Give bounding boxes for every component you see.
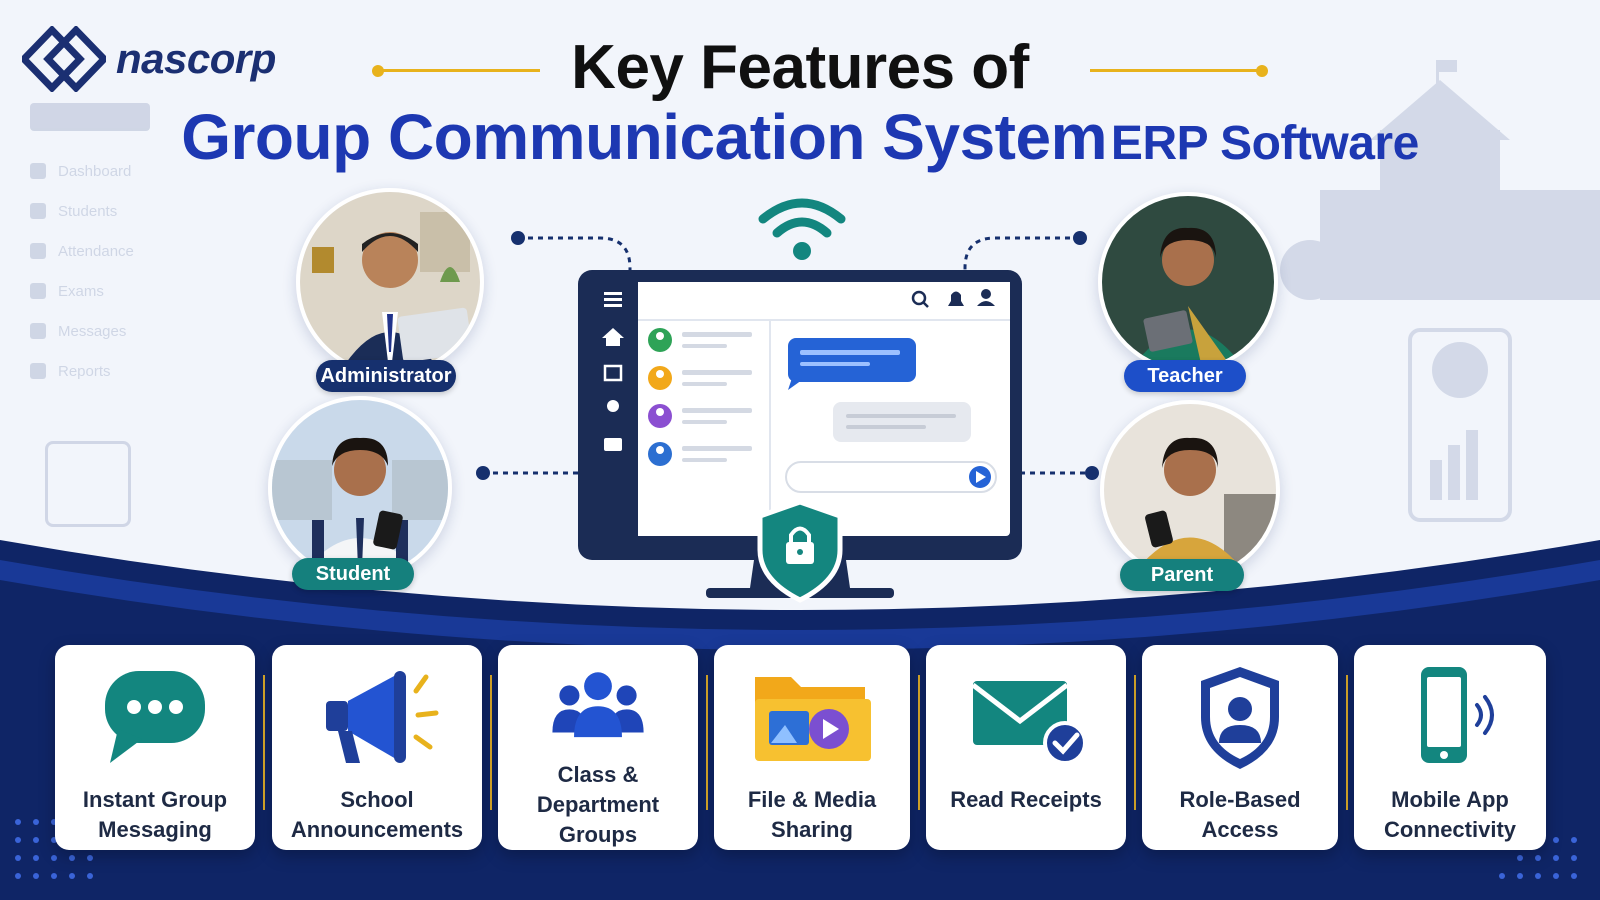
- administrator-label: Administrator: [316, 360, 456, 392]
- envelope-check-icon: [971, 681, 1087, 765]
- feature-card-class-department-groups: Class & Department Groups: [498, 645, 698, 850]
- feature-label: Mobile App Connectivity: [1383, 787, 1517, 842]
- parent-label: Parent: [1120, 559, 1244, 591]
- feature-label: File & Media Sharing: [747, 787, 877, 842]
- wifi-icon: [758, 198, 846, 260]
- feature-card-role-based-access: Role-Based Access: [1142, 645, 1338, 850]
- administrator-photo: [296, 188, 484, 376]
- feature-label: Class & Department Groups: [536, 762, 660, 847]
- background-menu-item: Exams: [0, 271, 175, 311]
- teacher-photo: [1098, 192, 1278, 372]
- title-line-1: Key Features of: [571, 33, 1029, 102]
- nascorp-logo: nascorp: [22, 24, 276, 94]
- decor-dot: [1256, 65, 1268, 77]
- background-dashboard-sidebar: Dashboard Students Attendance Exams Mess…: [0, 95, 175, 575]
- title-suffix: ERP Software: [1110, 117, 1419, 170]
- group-people-icon: [552, 672, 644, 738]
- megaphone-icon: [326, 671, 439, 763]
- feature-card-file-media-sharing: File & Media Sharing: [714, 645, 910, 850]
- background-menu-item: Reports: [0, 351, 175, 391]
- feature-card-instant-group-messaging: Instant Group Messaging: [55, 645, 255, 850]
- card-divider: [1134, 675, 1136, 810]
- mobile-wireless-icon: [1421, 667, 1494, 763]
- decor-line: [1090, 69, 1260, 72]
- card-divider: [263, 675, 265, 810]
- card-divider: [918, 675, 920, 810]
- media-folder-icon: [755, 677, 871, 761]
- decor-dot: [372, 65, 384, 77]
- chat-bubble-icon: [105, 671, 205, 763]
- title-line-2: Group Communication System ERP Software: [0, 100, 1600, 174]
- feature-label: Read Receipts: [950, 787, 1102, 812]
- shield-user-icon: [1201, 667, 1279, 769]
- feature-card-read-receipts: Read Receipts: [926, 645, 1126, 850]
- feature-card-mobile-app-connectivity: Mobile App Connectivity: [1354, 645, 1546, 850]
- feature-label: Role-Based Access: [1179, 787, 1301, 842]
- student-photo: [268, 396, 452, 580]
- background-menu-item: Messages: [0, 311, 175, 351]
- background-school-building-icon: [1280, 60, 1600, 522]
- student-label: Student: [292, 558, 414, 590]
- calendar-icon: [45, 441, 131, 527]
- background-menu-item: Dashboard: [0, 151, 175, 191]
- decor-line: [380, 69, 540, 72]
- parent-photo: [1100, 400, 1280, 580]
- feature-card-school-announcements: School Announcements: [272, 645, 482, 850]
- title-main: Group Communication System: [181, 101, 1107, 173]
- card-divider: [490, 675, 492, 810]
- card-divider: [706, 675, 708, 810]
- card-divider: [1346, 675, 1348, 810]
- teacher-label: Teacher: [1124, 360, 1246, 392]
- feature-label: School Announcements: [290, 787, 464, 842]
- logo-diamond-icon: [22, 26, 106, 92]
- background-menu-item: Students: [0, 191, 175, 231]
- feature-label: Instant Group Messaging: [82, 787, 228, 842]
- brand-name: nascorp: [116, 35, 276, 82]
- computer-monitor: [578, 270, 1022, 603]
- background-menu-bar: [30, 103, 150, 131]
- background-menu-item: Attendance: [0, 231, 175, 271]
